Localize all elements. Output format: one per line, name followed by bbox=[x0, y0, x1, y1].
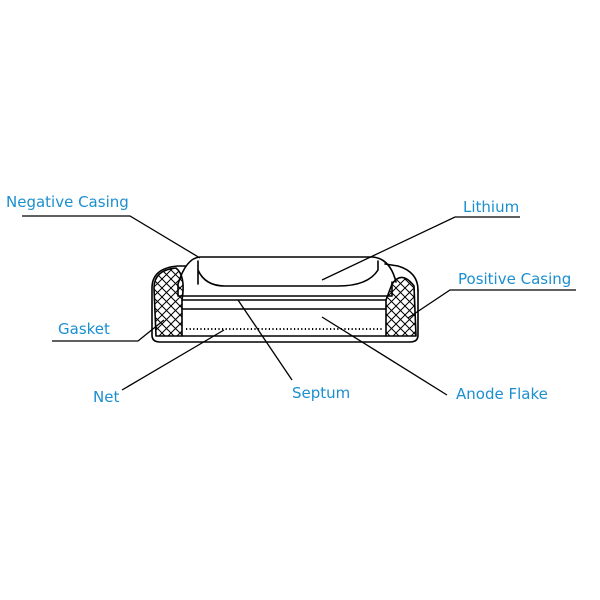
leader-positive-casing bbox=[407, 289, 576, 319]
label-lithium: Lithium bbox=[463, 198, 520, 216]
label-net: Net bbox=[93, 388, 120, 406]
label-septum: Septum bbox=[292, 384, 351, 402]
gasket-left bbox=[153, 267, 184, 337]
leader-septum bbox=[237, 299, 293, 381]
leader-negative-casing bbox=[22, 215, 201, 259]
label-positive-casing: Positive Casing bbox=[458, 270, 572, 288]
leader-anode-flake bbox=[321, 316, 448, 396]
label-negative-casing: Negative Casing bbox=[6, 193, 129, 211]
positive-casing-shape bbox=[151, 265, 419, 343]
gasket-right bbox=[385, 276, 417, 337]
leader-net bbox=[121, 329, 225, 391]
label-anode-flake: Anode Flake bbox=[456, 385, 548, 403]
leader-gasket bbox=[52, 319, 165, 342]
negative-casing-inner bbox=[197, 260, 379, 287]
negative-casing-shape bbox=[177, 256, 397, 297]
label-gasket: Gasket bbox=[58, 320, 110, 338]
leader-lithium bbox=[321, 216, 520, 281]
positive-casing-rim-right bbox=[384, 263, 419, 291]
